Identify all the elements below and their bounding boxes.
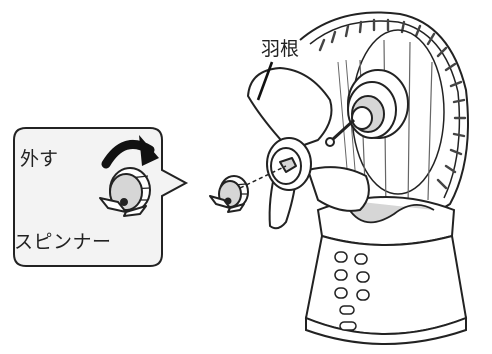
fan-base: [304, 196, 468, 345]
fan-blade: [247, 67, 370, 230]
blade-leader-line: [256, 61, 274, 101]
blade-label: 羽根: [261, 38, 300, 60]
spinner-label: スピンナー: [14, 231, 112, 253]
spinner-callout-illustration: [99, 167, 151, 217]
fan-hub-motor: [325, 69, 409, 147]
assembly-dashed-line: [239, 165, 287, 189]
spinner-part: [209, 175, 249, 213]
remove-label: 外す: [20, 148, 59, 170]
curved-arrow-right-icon: [101, 135, 159, 169]
